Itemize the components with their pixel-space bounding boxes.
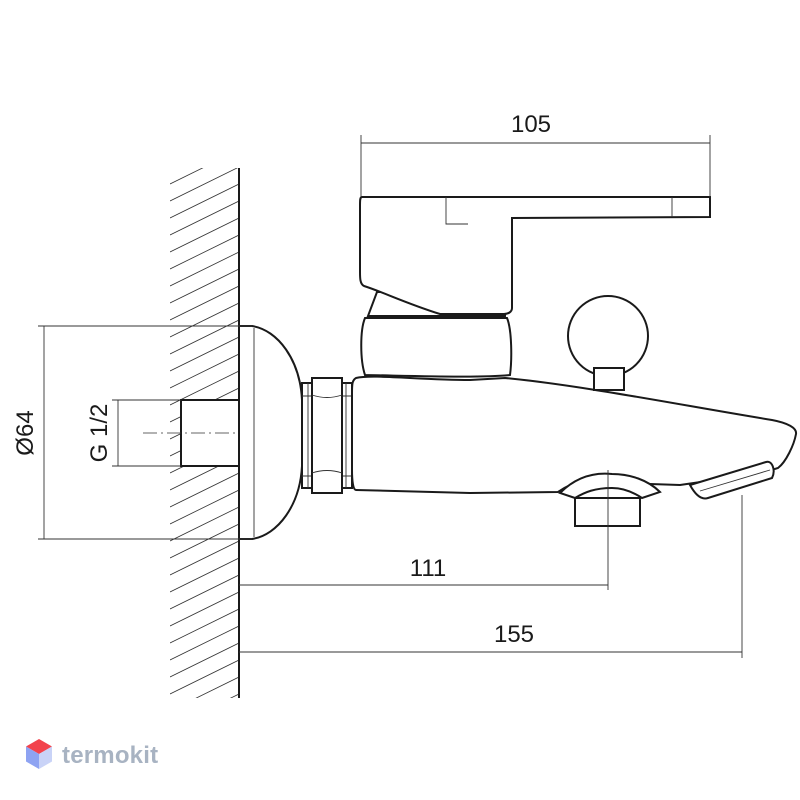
hatch-line (170, 268, 239, 304)
hatch-line (170, 540, 239, 576)
hatch-line (170, 489, 239, 525)
hatch-line (170, 234, 239, 270)
hatch-line (170, 285, 239, 321)
hatch-line (170, 574, 239, 610)
hatch-line (170, 557, 239, 593)
dimension-handle: 105 (360, 111, 711, 197)
hatch-line (170, 659, 239, 695)
termokit-logo: termokit (24, 736, 158, 776)
hatch-line (170, 625, 239, 661)
hatch-line (170, 168, 204, 185)
hatch-line (170, 183, 239, 219)
hatch-line (170, 217, 239, 253)
lever-handle (359, 196, 711, 315)
aerator (688, 460, 775, 500)
dimension-spout: 155 (239, 495, 743, 658)
faucet-body (351, 375, 798, 495)
hatch-line (170, 591, 239, 627)
shower-outlet (558, 472, 662, 500)
hatch-line (170, 608, 239, 644)
hatch-line (195, 676, 239, 698)
logo-text: termokit (62, 742, 159, 769)
dimension-outlet: 111 (239, 470, 609, 590)
hatch-line (170, 506, 239, 542)
hatch-line (170, 319, 239, 355)
dimension-thread: G 1/2 (86, 399, 181, 467)
hatch-line (170, 523, 239, 559)
cube-logo-icon (26, 739, 52, 769)
hatch-line (170, 353, 239, 389)
hatch-line (170, 642, 239, 678)
cartridge-housing (360, 317, 513, 378)
dimension-outlet-label: 111 (410, 555, 446, 582)
dimension-handle-label: 105 (511, 111, 551, 138)
hatch-line (170, 302, 239, 338)
diverter-stem (593, 367, 625, 391)
dimension-flange-label: Ø64 (12, 410, 39, 455)
hatch-line (170, 251, 239, 287)
diverter-knob[interactable] (567, 295, 649, 377)
hatch-line (170, 711, 239, 745)
hatch-line (170, 472, 239, 508)
dimension-flange: Ø64 (12, 325, 252, 540)
dimension-spout-label: 155 (494, 621, 534, 648)
hatch-line (170, 200, 239, 236)
wall-flange (238, 325, 303, 540)
hatch-line (170, 168, 238, 202)
hatch-line (170, 336, 239, 372)
shower-outlet-thread (574, 497, 641, 527)
hatch-line (229, 693, 239, 698)
dimension-thread-label: G 1/2 (86, 404, 113, 463)
